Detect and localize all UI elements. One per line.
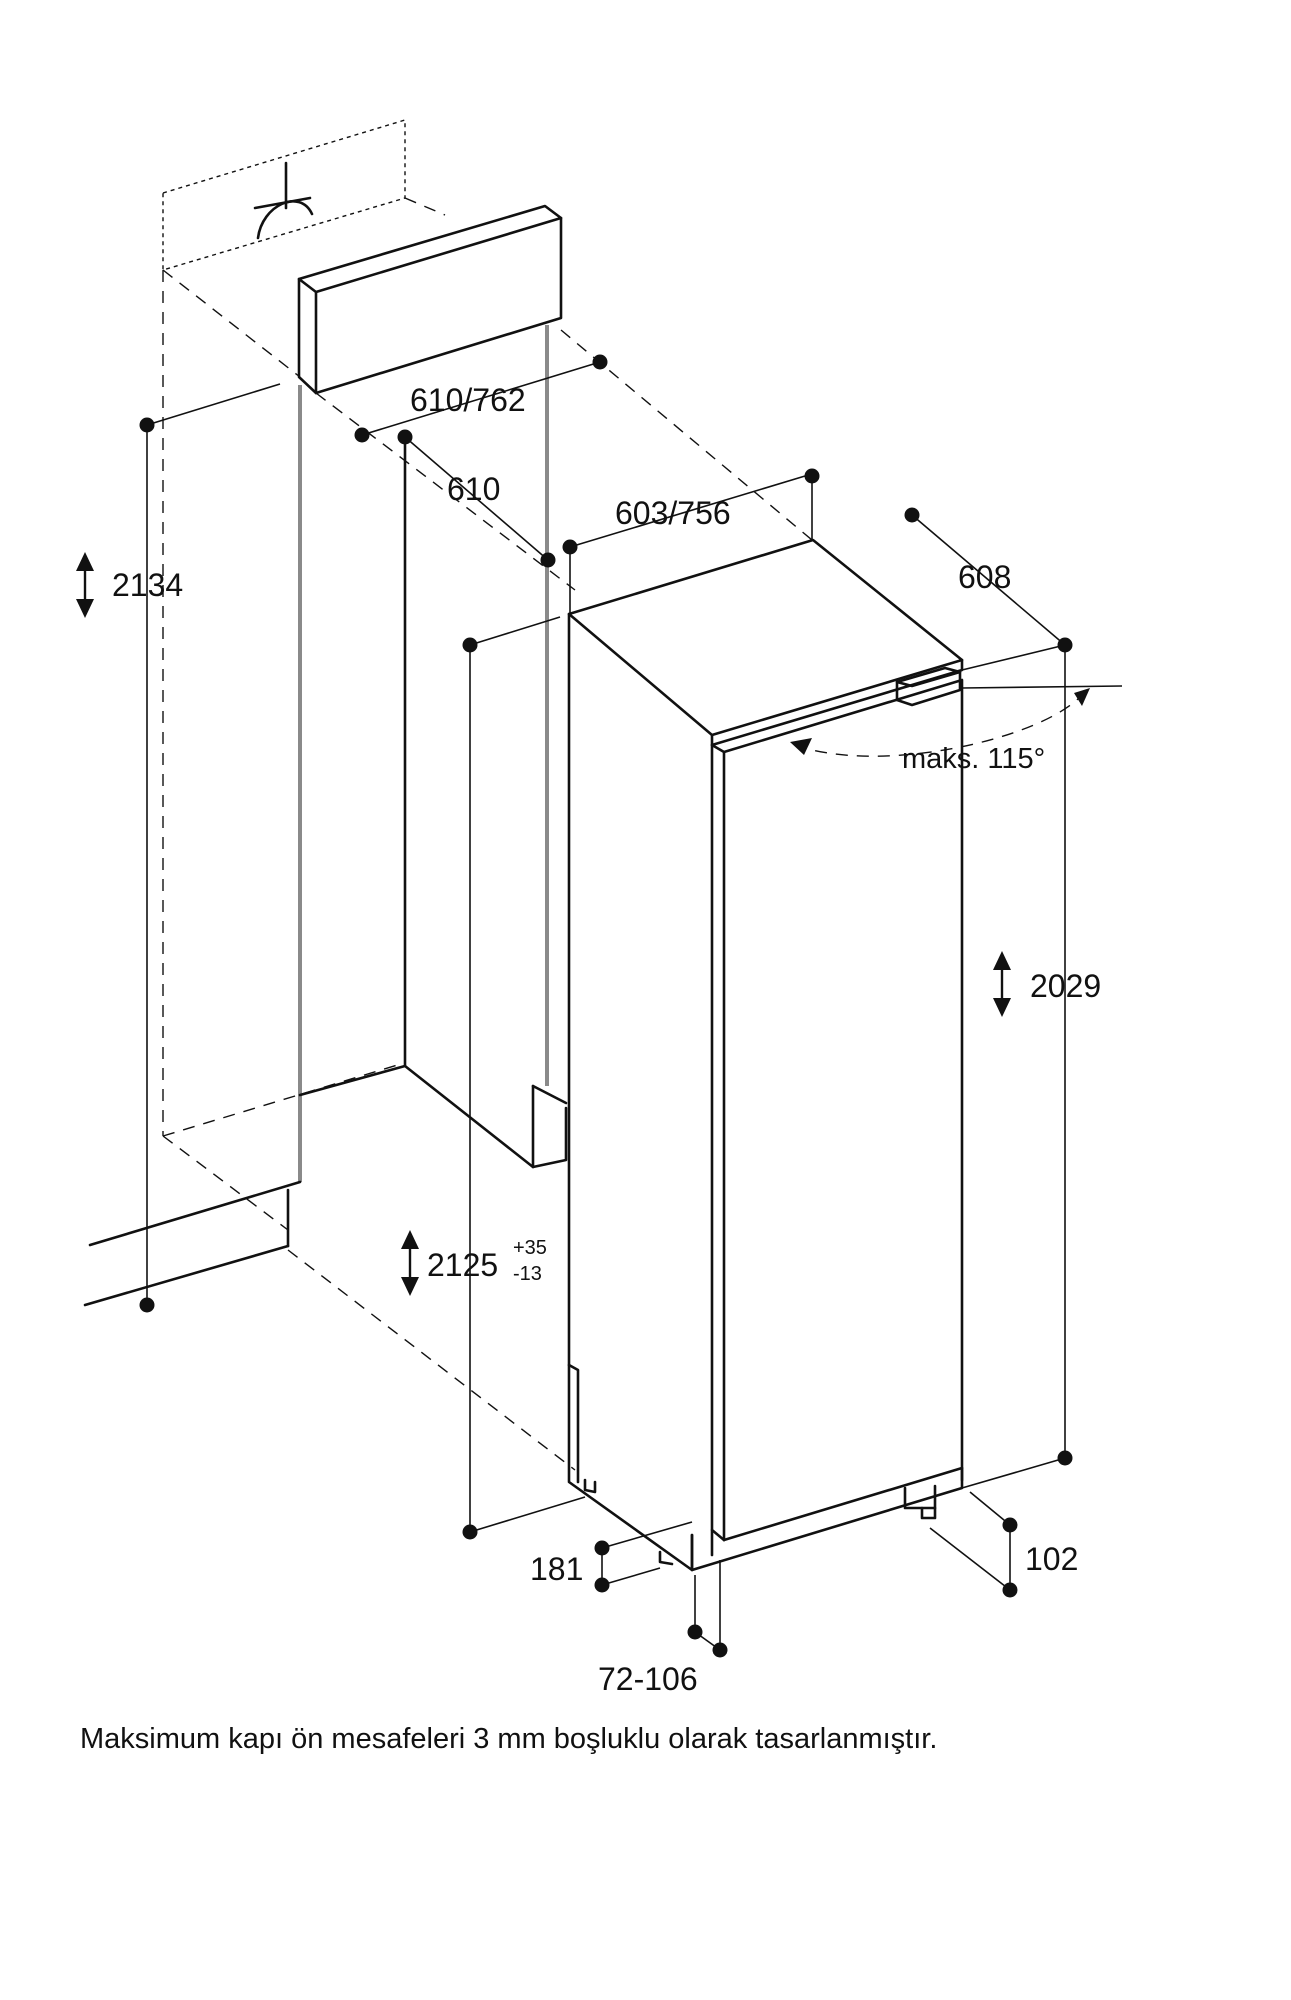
caption-text: Maksimum kapı ön mesafeleri 3 mm boşlukl… [80,1723,937,1755]
double-arrow-icon [993,951,1011,1017]
dimension-point [1002,1517,1018,1533]
label-plinth-depth: 72-106 [598,1661,698,1697]
label-niche-width: 610/762 [410,382,526,418]
dimension-point [139,1297,155,1313]
height-arrows [76,552,1090,1296]
swing-arrow-icon [1074,688,1090,706]
dimension-point [594,1540,610,1556]
dimension-point [462,637,478,653]
double-arrow-icon [401,1230,419,1296]
swing-arrow-icon [790,738,812,755]
label-appliance-height: 2029 [1030,968,1101,1004]
dimension-point [804,468,820,484]
dimension-point [687,1624,703,1640]
installation-niche [83,119,813,1471]
dimension-point [462,1524,478,1540]
dimension-point [139,417,155,433]
dimension-points [139,354,1073,1658]
dimension-point [562,539,578,555]
label-installation-height: 2125 [427,1247,498,1283]
label-niche-height: 2134 [112,567,183,603]
label-foot-depth: 102 [1025,1541,1078,1577]
dimension-point [540,552,556,568]
label-plinth-height: 181 [530,1551,583,1587]
label-niche-depth: 610 [447,471,500,507]
label-door-angle: maks. 115° [902,743,1045,775]
dimension-point [594,1577,610,1593]
label-appliance-width: 603/756 [615,495,731,531]
label-tolerance-minus: -13 [513,1263,542,1285]
dimension-point [592,354,608,370]
dimension-point [1002,1582,1018,1598]
refrigerator-appliance [567,538,964,1572]
label-appliance-depth: 608 [958,559,1011,595]
dimension-labels: 2134 610/762 610 603/756 608 maks. 115° … [112,382,1101,1697]
dimension-point [904,507,920,523]
dimension-point [1057,637,1073,653]
dimension-lines [146,361,1123,1651]
dimension-point [354,427,370,443]
dimension-point [397,429,413,445]
dimension-point [1057,1450,1073,1466]
label-tolerance-plus: +35 [513,1237,547,1259]
double-arrow-icon [76,552,94,618]
dimension-point [712,1642,728,1658]
